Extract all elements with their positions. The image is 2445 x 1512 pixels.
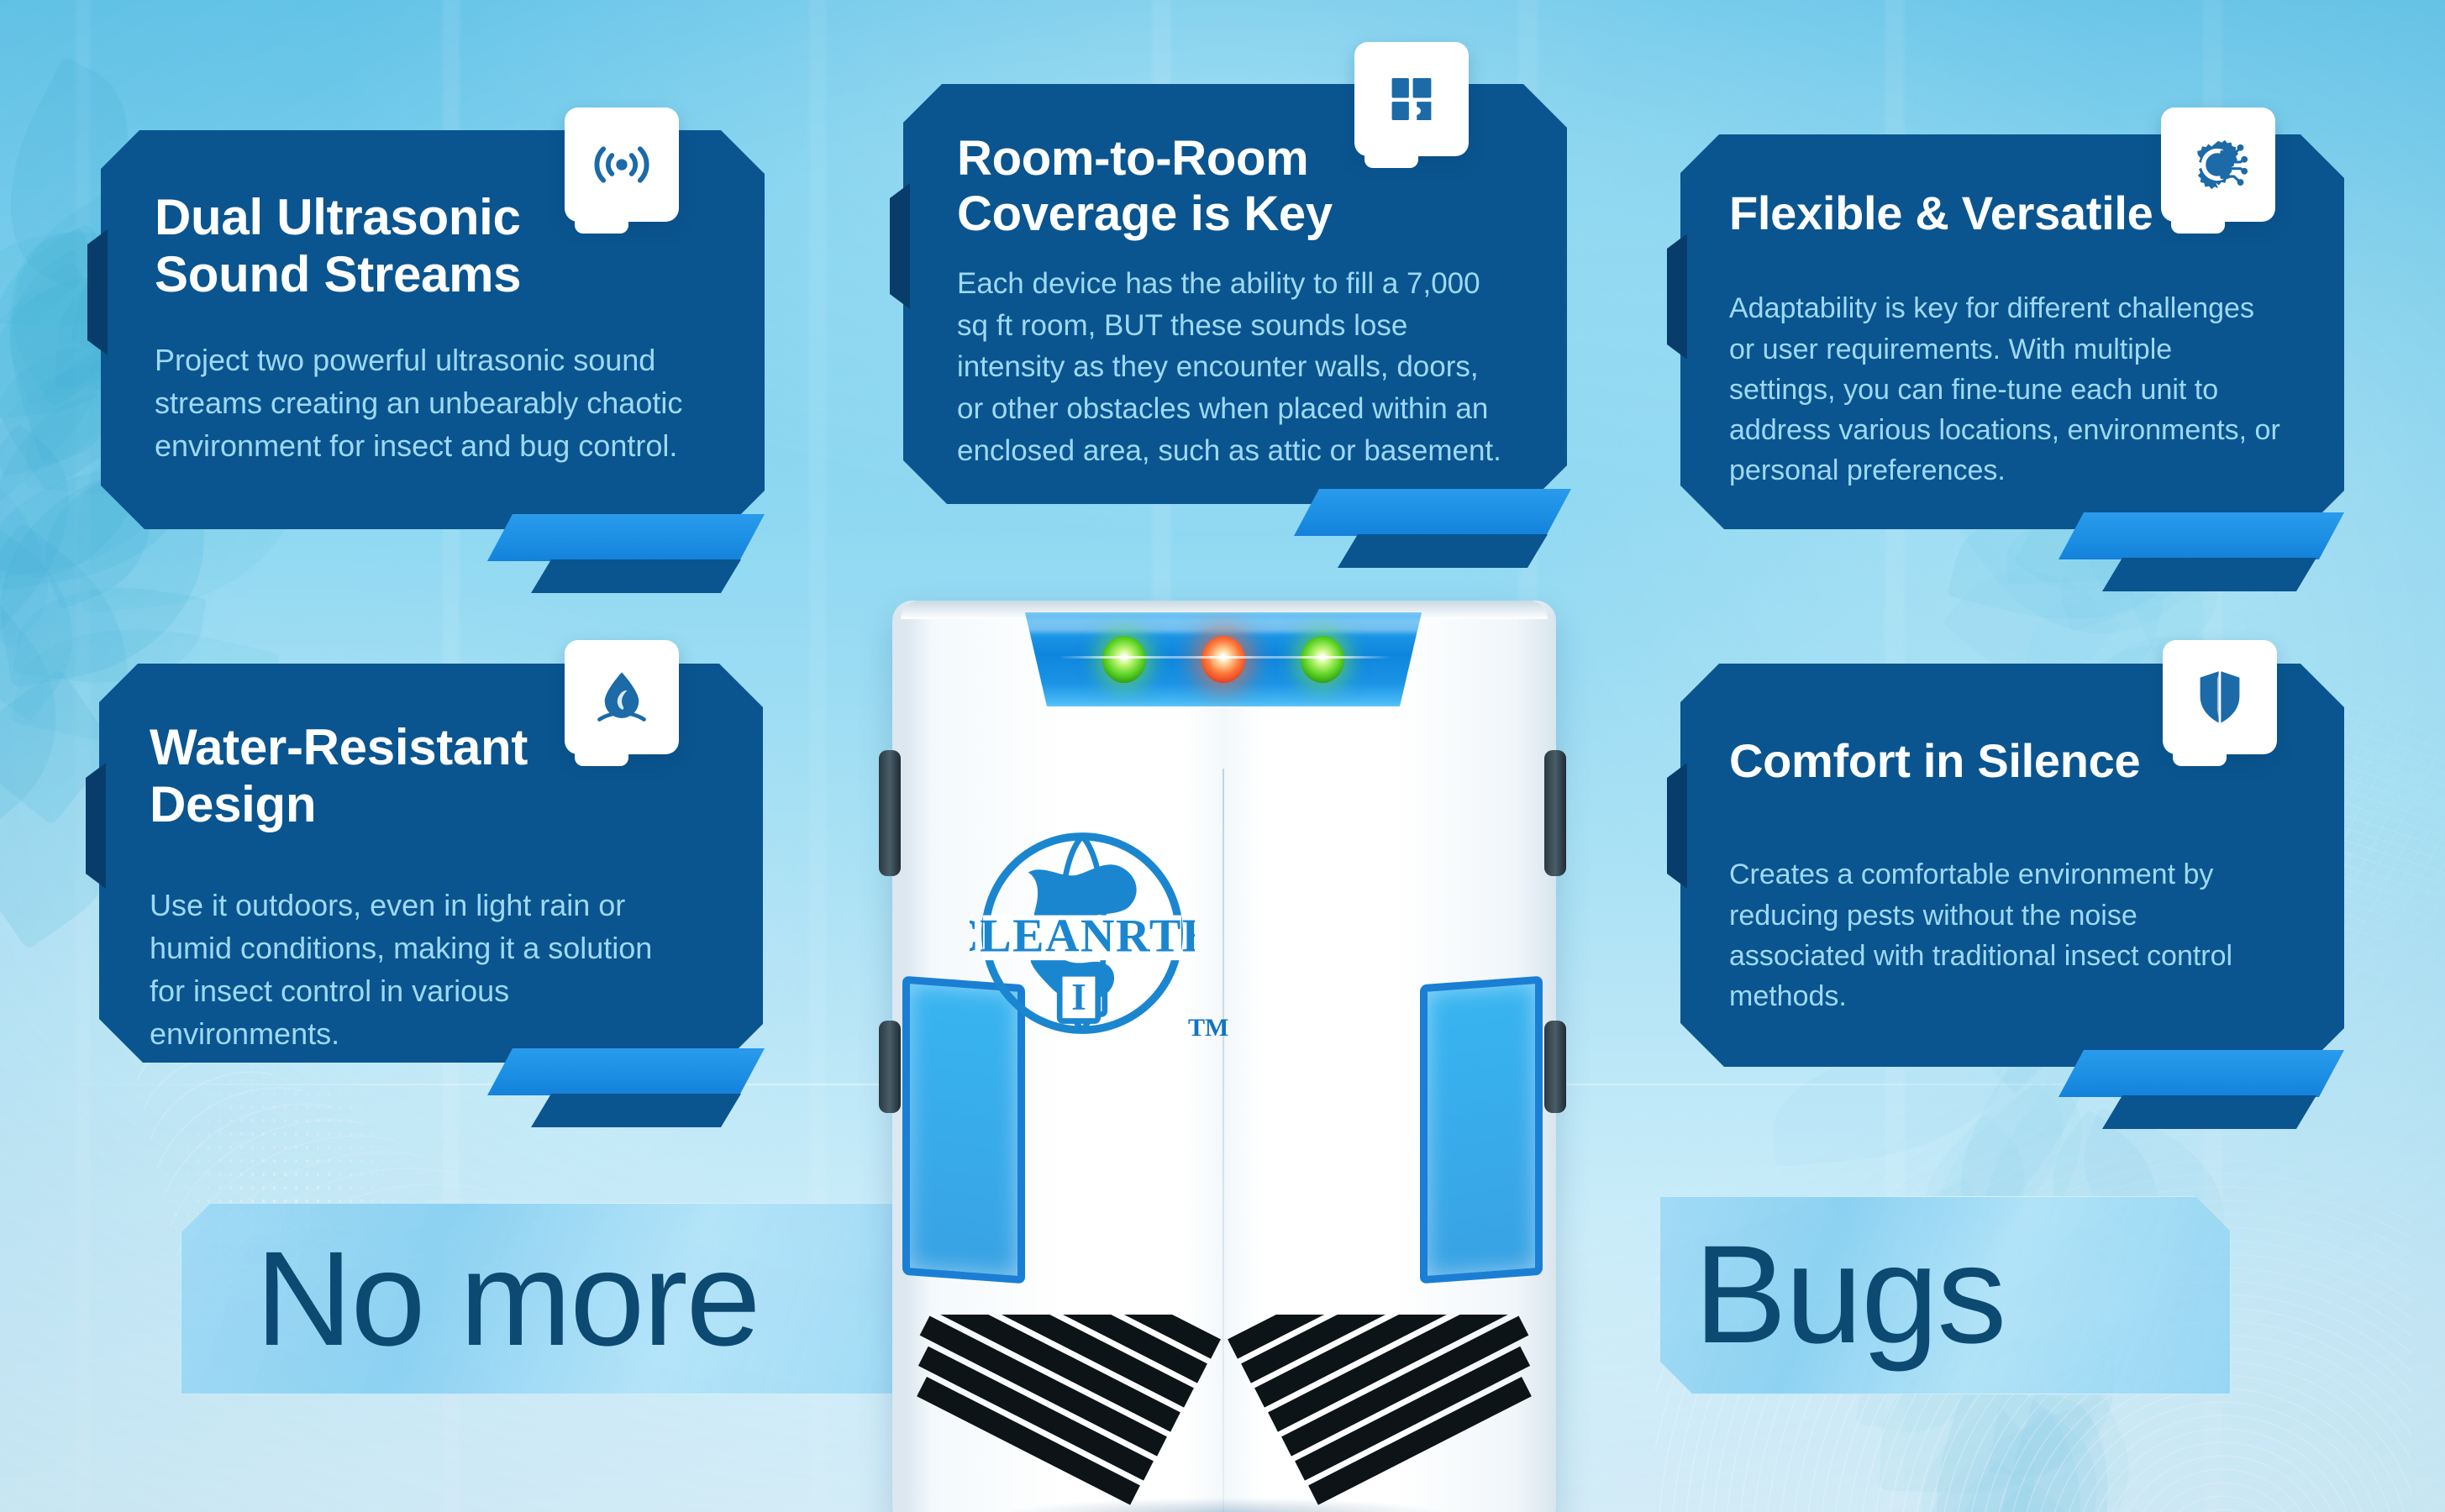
card-title: Flexible & Versatile [1729, 186, 2233, 239]
device-side-port-left [879, 750, 901, 876]
device-blue-panel-right [1420, 976, 1543, 1284]
svg-text:CLEANRTH: CLEANRTH [970, 910, 1195, 962]
water-drop-icon [589, 664, 655, 730]
broadcast-signal-icon-badge [565, 108, 679, 222]
banner-bugs: Bugs [1659, 1196, 2231, 1394]
card-body-text: Use it outdoors, even in light rain or h… [150, 884, 696, 1055]
card-title: Water-Resistant Design [150, 719, 595, 833]
banner-bugs-text: Bugs [1694, 1226, 2005, 1365]
water-drop-icon-badge [565, 640, 679, 754]
card-body-text: Each device has the ability to fill a 7,… [957, 263, 1512, 471]
cleanrth-brand-logo: CLEANRTH I [970, 821, 1195, 1046]
card-title: Comfort in Silence [1729, 734, 2233, 787]
device-side-port-right-lower [1544, 1021, 1566, 1113]
banner-no-more-text: No more [255, 1231, 760, 1366]
left-indicator-led [1102, 636, 1146, 683]
led-flare-right [1257, 656, 1391, 659]
floor-plan-icon [1379, 66, 1444, 132]
trademark-symbol: TM [1188, 1014, 1228, 1042]
floor-plan-icon-badge [1354, 42, 1469, 156]
broadcast-signal-icon [589, 132, 655, 197]
card-body-text: Adaptability is key for different challe… [1729, 288, 2285, 491]
device-side-port-right [1544, 750, 1566, 876]
svg-text:I: I [1071, 975, 1086, 1018]
card-body-text: Project two powerful ultrasonic sound st… [155, 339, 692, 467]
gear-circuit-icon-badge [2161, 108, 2275, 222]
gear-circuit-icon [2185, 132, 2251, 197]
center-indicator-led [1201, 636, 1245, 683]
device-drop-shadow [916, 1491, 1538, 1512]
device-bottom-vents [892, 1315, 1556, 1512]
device-led-panel [1008, 612, 1438, 706]
shield-icon-badge [2163, 640, 2277, 754]
card-body-text: Creates a comfortable environment by red… [1729, 854, 2277, 1016]
shield-icon [2187, 664, 2253, 730]
ultrasonic-pest-repeller-device: CLEANRTH I TM [849, 601, 1596, 1512]
card-title: Dual Ultrasonic Sound Streams [155, 189, 592, 303]
right-indicator-led [1301, 636, 1344, 683]
device-side-port-left-lower [879, 1021, 901, 1113]
